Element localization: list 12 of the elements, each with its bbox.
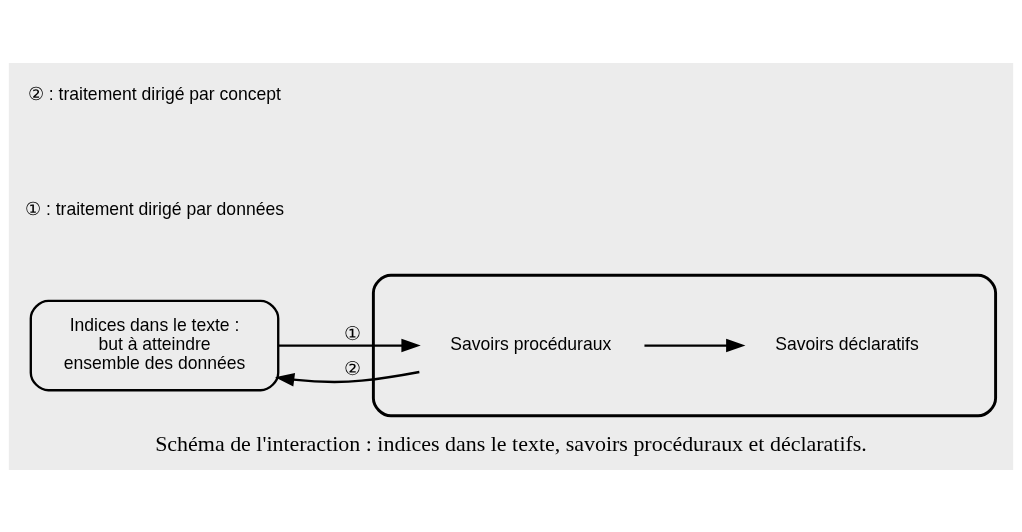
node-box: Indices dans le texte : but à atteindre ensemble des données bbox=[29, 299, 280, 391]
arrow bbox=[644, 338, 746, 352]
arrow bbox=[275, 370, 420, 386]
arrow bbox=[278, 338, 421, 352]
node-text: Savoirs déclaratifs bbox=[775, 333, 919, 354]
label: ① : traitement dirigé par données bbox=[25, 198, 284, 219]
label: ② : traitement dirigé par concept bbox=[28, 83, 282, 104]
node-text: Savoirs procéduraux bbox=[450, 333, 612, 354]
cluster bbox=[371, 273, 998, 417]
edge-label: ① bbox=[343, 322, 361, 344]
caption: Schéma de l'interaction : indices dans le texte, savoirs procéduraux et déclaratifs. bbox=[155, 430, 867, 456]
edge-label: ② bbox=[343, 357, 361, 379]
